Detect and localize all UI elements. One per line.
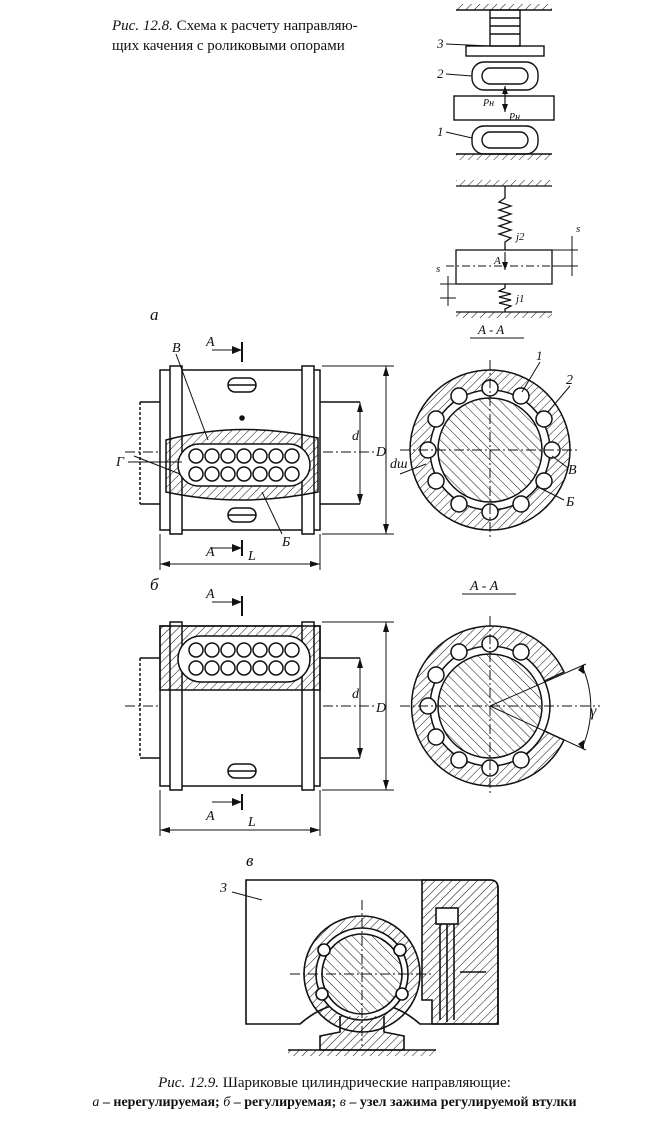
panel-a-label-G: Г (115, 455, 125, 470)
legend-letter-c: в (339, 1095, 346, 1110)
figure-12-8-caption: Рис. 12.8. Схема к расчету направляю- щи… (112, 16, 412, 56)
fig128-label-1: 1 (437, 124, 444, 139)
section-a-label-B: Б (565, 495, 574, 510)
fig128-s-right: s (576, 223, 580, 235)
panel-b-dim-L: L (247, 815, 256, 830)
figure-number: Рис. 12.8. (112, 18, 173, 34)
panel-c-label-3: 3 (219, 881, 227, 896)
panel-b-angle-gamma: γ (590, 703, 597, 720)
panel-a-section-arrow-top: A (205, 335, 215, 350)
fig128-label-2: 2 (437, 66, 444, 81)
caption-title-line: Рис. 12.9. Шариковые цилиндрические напр… (0, 1074, 669, 1093)
section-a-dim-dsh: dш (390, 457, 408, 472)
fig128-A: A (493, 255, 501, 267)
caption-text-line1: Схема к расчету направляю- (176, 18, 358, 34)
panel-a-side-view (125, 342, 394, 570)
caption-text-line2: щих качения с роликовыми опорами (112, 38, 345, 54)
panel-b-section-label: A - A (469, 579, 499, 594)
panel-c-letter: в (246, 851, 254, 870)
figure-number: Рис. 12.9. (158, 1075, 219, 1091)
fig128-force-upper: Pн (482, 98, 494, 109)
panel-b-section-arrow-top: A (205, 587, 215, 602)
fig-12-8-spring-model (440, 180, 578, 318)
panel-b-cross-section (400, 616, 600, 796)
fig128-section-label: A - A (477, 322, 504, 337)
panel-a-dim-L: L (247, 549, 256, 564)
section-a-label-1: 1 (536, 348, 543, 363)
panel-c-clamp-assembly (231, 879, 499, 1056)
caption-legend-line: а – нерегулируемая; б – регулируемая; в … (0, 1093, 669, 1112)
panel-a-cross-section (399, 360, 580, 540)
fig128-j2: j2 (514, 231, 525, 243)
panel-a-dim-d: d (352, 429, 360, 444)
legend-text-b: – регулируемая; (230, 1095, 340, 1110)
fig128-force-lower: Pн (508, 112, 520, 123)
figure-12-9-caption: Рис. 12.9. Шариковые цилиндрические напр… (0, 1074, 669, 1112)
panel-b-dim-D: D (375, 701, 386, 716)
fig128-label-3: 3 (436, 36, 444, 51)
panel-b-dim-d: d (352, 687, 360, 702)
panel-a-dim-D: D (375, 445, 386, 460)
caption-title: Шариковые цилиндрические направляющие: (222, 1075, 511, 1091)
section-a-label-2: 2 (566, 373, 573, 388)
legend-text-c: – узел зажима регулируемой втулки (345, 1095, 577, 1110)
panel-a-section-arrow-bottom: A (205, 545, 215, 560)
panel-b-section-arrow-bottom: A (205, 809, 215, 824)
panel-a-label-B: Б (281, 535, 290, 550)
panel-b-side-view (125, 596, 394, 836)
panel-b-letter: б (150, 575, 159, 594)
legend-letter-a: а (92, 1095, 100, 1110)
legend-text-a: – нерегулируемая; (99, 1095, 224, 1110)
panel-a-letter: а (150, 305, 159, 324)
fig128-s-left: s (436, 263, 440, 275)
legend-letter-b: б (223, 1095, 231, 1110)
fig-12-8-top-scheme (445, 4, 555, 160)
fig128-j1: j1 (514, 293, 525, 305)
section-a-label-V: В (568, 463, 577, 478)
panel-a-label-V: В (172, 341, 181, 356)
